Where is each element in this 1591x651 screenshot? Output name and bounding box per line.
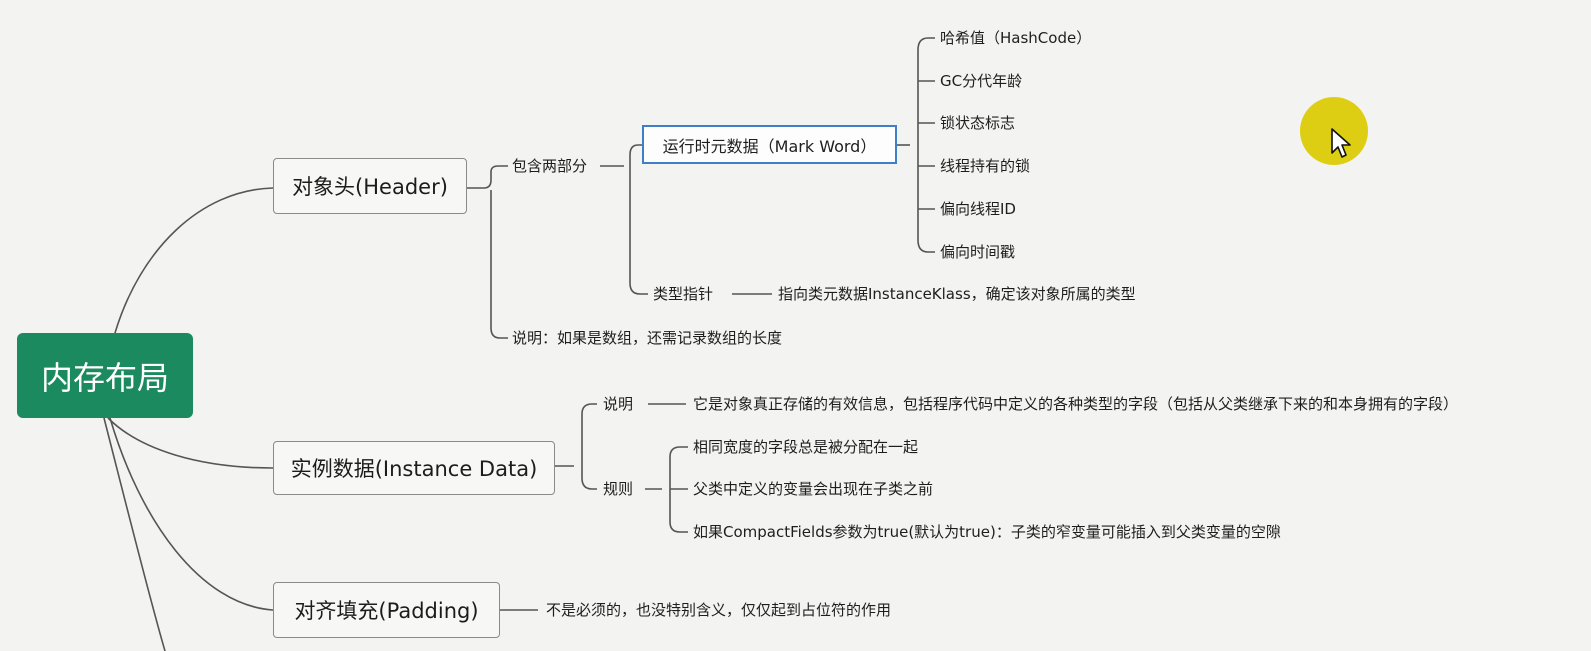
node-type-pointer-desc[interactable]: 指向类元数据InstanceKlass，确定该对象所属的类型: [778, 285, 1136, 303]
mark-word-item[interactable]: 偏向线程ID: [940, 200, 1016, 218]
mark-word-item[interactable]: 锁状态标志: [940, 114, 1016, 132]
mark-word-item[interactable]: 偏向时间戳: [940, 243, 1016, 261]
node-rule-3[interactable]: 如果CompactFields参数为true(默认为true)：子类的窄变量可能…: [693, 523, 1281, 541]
mark-word-item[interactable]: 线程持有的锁: [940, 157, 1031, 175]
root-node[interactable]: 内存布局: [17, 333, 193, 418]
node-padding-desc[interactable]: 不是必须的，也没特别含义，仅仅起到占位符的作用: [546, 601, 892, 619]
mark-word-item[interactable]: 哈希值（HashCode）: [940, 29, 1092, 47]
node-type-pointer[interactable]: 类型指针: [653, 285, 714, 303]
node-padding[interactable]: 对齐填充(Padding): [273, 582, 500, 638]
node-contains-two-parts[interactable]: 包含两部分: [512, 157, 588, 175]
node-header-note[interactable]: 说明：如果是数组，还需记录数组的长度: [512, 329, 783, 347]
node-instance-data[interactable]: 实例数据(Instance Data): [273, 441, 555, 495]
mark-word-item[interactable]: GC分代年龄: [940, 72, 1023, 90]
node-mark-word-selected[interactable]: 运行时元数据（Mark Word）: [642, 125, 897, 164]
node-instance-note-text[interactable]: 它是对象真正存储的有效信息，包括程序代码中定义的各种类型的字段（包括从父类继承下…: [693, 395, 1459, 413]
node-instance-note-label[interactable]: 说明: [603, 395, 634, 413]
node-rule-1[interactable]: 相同宽度的字段总是被分配在一起: [693, 438, 919, 456]
node-rules-label[interactable]: 规则: [603, 480, 634, 498]
node-rule-2[interactable]: 父类中定义的变量会出现在子类之前: [693, 480, 934, 498]
mouse-pointer-icon: [1331, 128, 1351, 158]
node-header[interactable]: 对象头(Header): [273, 158, 467, 214]
